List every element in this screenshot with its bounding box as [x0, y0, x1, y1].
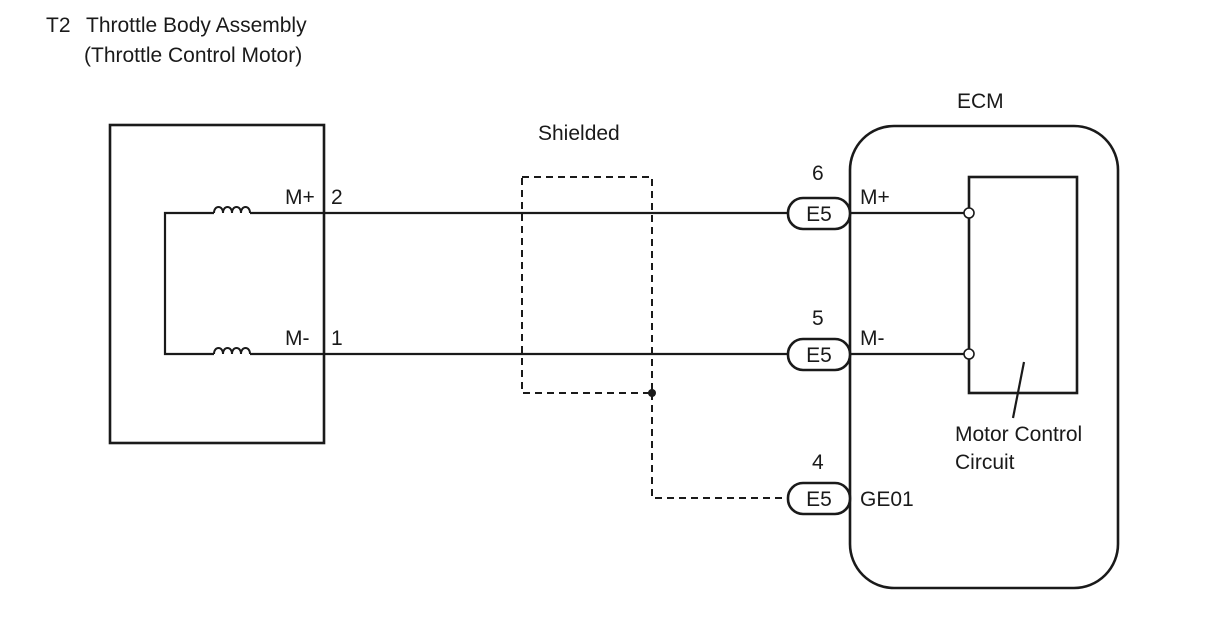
component-subname: (Throttle Control Motor) — [84, 44, 302, 67]
throttle-pin-number: 1 — [331, 327, 343, 350]
shield-junction-dot — [648, 389, 656, 397]
motor-loop-wire — [163, 211, 214, 356]
component-name: Throttle Body Assembly — [86, 14, 307, 37]
ecm-terminal-label: M+ — [860, 186, 890, 209]
circuit-label-line2: Circuit — [955, 451, 1015, 474]
connector-label: E5 — [806, 344, 832, 367]
motor-coil-icon — [213, 347, 251, 355]
connector-e5 — [786, 337, 852, 372]
ecm-terminal-label: GE01 — [860, 488, 914, 511]
component-code: T2 — [46, 14, 71, 37]
connector-label: E5 — [806, 488, 832, 511]
connector-e5 — [786, 196, 852, 231]
throttle-body-box — [108, 123, 326, 445]
ecm-pin-number: 6 — [812, 162, 824, 185]
circuit-leader-line — [1011, 361, 1026, 419]
ecm-pin-number: 5 — [812, 307, 824, 330]
shield-outline — [521, 176, 653, 394]
shield-label: Shielded — [538, 122, 620, 145]
ecm-title: ECM — [957, 90, 1004, 113]
ecm-terminal-label: M- — [860, 327, 885, 350]
motor-coil-icon — [213, 206, 251, 214]
circuit-label-line1: Motor Control — [955, 423, 1082, 446]
shield-ground-wire — [651, 393, 790, 499]
connector-e5 — [786, 481, 852, 516]
throttle-pin-number: 2 — [331, 186, 343, 209]
throttle-terminal-label: M+ — [285, 186, 315, 209]
circuit-node-m-plus — [963, 207, 975, 219]
connector-label: E5 — [806, 203, 832, 226]
motor-control-circuit-box — [967, 175, 1079, 395]
throttle-terminal-label: M- — [285, 327, 310, 350]
circuit-node-m-minus — [963, 348, 975, 360]
ecm-pin-number: 4 — [812, 451, 824, 474]
